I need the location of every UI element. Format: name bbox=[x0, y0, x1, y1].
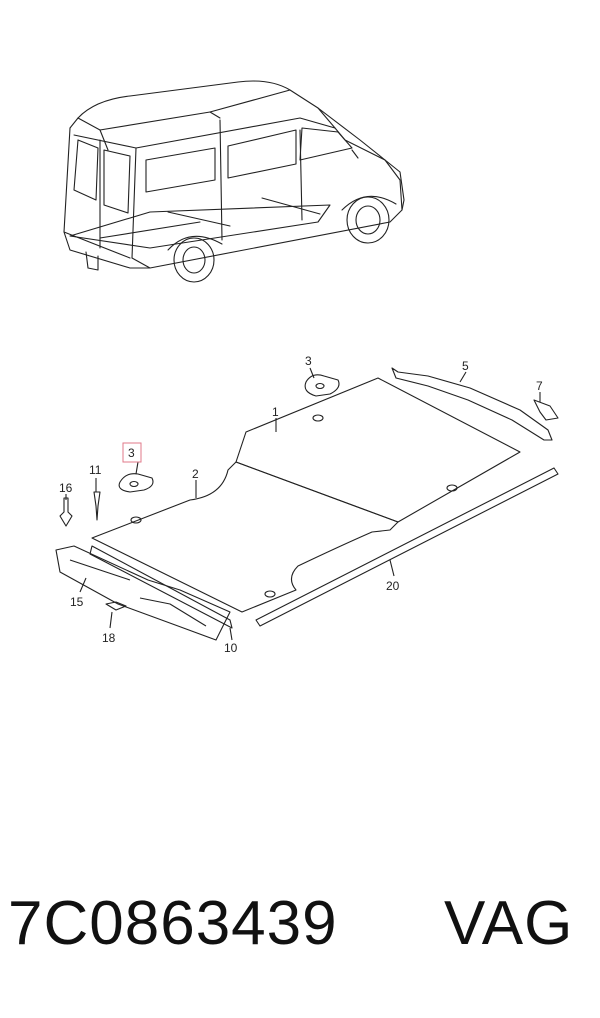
long-strip bbox=[255, 467, 559, 627]
callout-18: 18 bbox=[102, 631, 116, 645]
highlight-box bbox=[122, 442, 142, 463]
brand-label: VAG bbox=[444, 889, 574, 958]
part-number: 7C0863439 bbox=[8, 889, 338, 958]
plug-3-lower bbox=[118, 473, 154, 493]
callout-20: 20 bbox=[386, 579, 400, 593]
callout-16: 16 bbox=[59, 481, 73, 495]
van-illustration bbox=[63, 80, 405, 283]
side-strip bbox=[391, 367, 553, 441]
floor-panel-rear bbox=[91, 461, 399, 613]
bracket-7 bbox=[533, 399, 559, 421]
callout-2: 2 bbox=[192, 467, 199, 481]
floor-panel-front bbox=[235, 377, 521, 523]
clip-18 bbox=[105, 601, 127, 611]
callout-3-top: 3 bbox=[305, 354, 312, 368]
bolt-16 bbox=[59, 497, 73, 527]
callout-15: 15 bbox=[70, 595, 84, 609]
callout-11: 11 bbox=[89, 463, 102, 477]
screw-11 bbox=[93, 491, 101, 521]
callout-labels: 1 2 3 3 5 7 10 11 15 16 18 20 bbox=[59, 354, 543, 655]
callout-1: 1 bbox=[272, 405, 279, 419]
callout-7: 7 bbox=[536, 379, 543, 393]
callout-3-highlight: 3 bbox=[128, 446, 135, 460]
callout-5: 5 bbox=[462, 359, 469, 373]
rear-sill-strip bbox=[89, 545, 233, 629]
callout-10: 10 bbox=[224, 641, 238, 655]
floor-panels bbox=[55, 367, 559, 641]
plug-3-top bbox=[304, 374, 340, 397]
rear-trim bbox=[55, 545, 231, 641]
